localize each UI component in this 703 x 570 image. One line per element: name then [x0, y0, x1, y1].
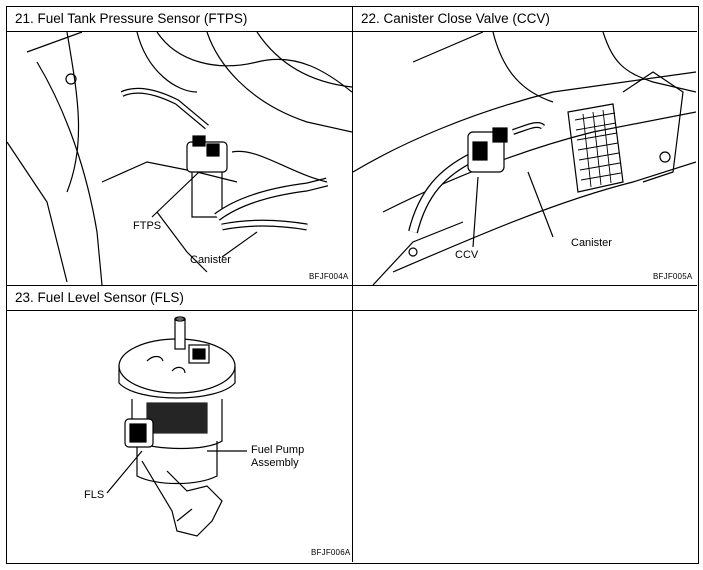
empty-cell	[353, 286, 697, 562]
figure-code-2: BFJF005A	[653, 272, 693, 281]
ftps-label: FTPS	[133, 220, 162, 232]
fuel-pump-label-line2: Assembly	[251, 457, 299, 469]
figure-ftps: 21. Fuel Tank Pressure Sensor (FTPS)	[7, 7, 353, 286]
fuel-pump-label-line1: Fuel Pump	[251, 444, 305, 456]
figure-heading-fls: 23. Fuel Level Sensor (FLS)	[7, 286, 352, 311]
ccv-illustration	[353, 32, 696, 285]
figure-grid: 21. Fuel Tank Pressure Sensor (FTPS)	[6, 6, 699, 564]
figure-code-1: BFJF004A	[309, 272, 349, 281]
canister-label-1: Canister	[190, 254, 231, 266]
figure-ccv: 22. Canister Close Valve (CCV)	[353, 7, 697, 286]
fls-illustration	[106, 316, 247, 537]
ccv-illustration-area: CCV Canister BFJF005A	[353, 32, 697, 285]
figure-heading-ccv: 22. Canister Close Valve (CCV)	[353, 7, 697, 32]
canister-label-2: Canister	[571, 237, 612, 249]
figure-heading-ftps: 21. Fuel Tank Pressure Sensor (FTPS)	[7, 7, 352, 32]
empty-heading	[353, 286, 697, 311]
fls-illustration-area: Fuel Pump Assembly FLS BFJF006A	[7, 311, 352, 562]
figure-code-3: BFJF006A	[311, 548, 351, 557]
ftps-illustration-area: FTPS Canister BFJF004A	[7, 32, 352, 285]
fls-label: FLS	[84, 489, 105, 501]
ccv-label: CCV	[455, 249, 479, 261]
figure-fls: 23. Fuel Level Sensor (FLS)	[7, 286, 353, 562]
ftps-illustration	[7, 32, 352, 285]
